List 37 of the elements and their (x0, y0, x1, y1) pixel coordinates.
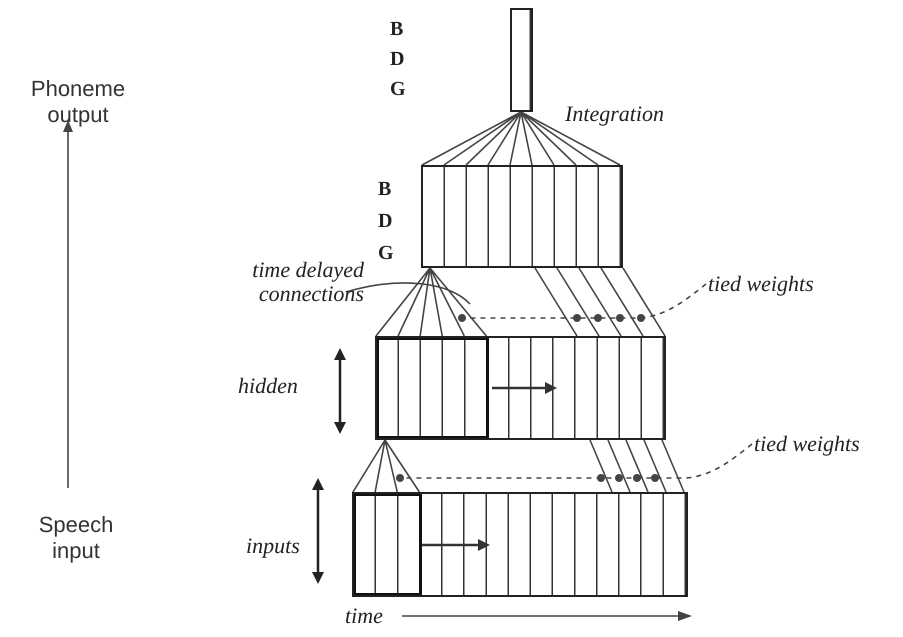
class-letter: B (390, 18, 404, 40)
connection-line (643, 440, 667, 492)
connection-lines (352, 439, 420, 493)
connection-line (534, 268, 578, 336)
connection-line (607, 440, 631, 492)
connection-line (622, 268, 666, 336)
leader-line (404, 443, 752, 479)
layer-label: hidden (238, 374, 298, 398)
class-letter: G (390, 78, 406, 100)
class-letter: G (378, 242, 394, 264)
annotation-text: Integration (565, 102, 664, 126)
connection-line (600, 268, 644, 336)
layer-box (352, 492, 688, 597)
weight-dot (458, 314, 466, 322)
class-letter: B (378, 178, 392, 200)
connection-lines (422, 111, 621, 166)
axis-label: Speech input (38, 512, 114, 564)
class-letter: D (390, 48, 404, 70)
connection-line (661, 440, 685, 492)
leader-line (346, 282, 471, 305)
arrow (63, 120, 73, 488)
connection-line (589, 440, 613, 492)
annotation-text: tied weights (754, 432, 861, 456)
annotation-text: tied weights (708, 272, 815, 296)
layer-box (375, 336, 666, 440)
class-letter: D (378, 210, 392, 232)
axis-label: Phoneme output (30, 76, 126, 128)
weight-dot (396, 474, 404, 482)
layer-label: inputs (246, 534, 300, 558)
connection-line (578, 268, 622, 336)
connection-line (625, 440, 649, 492)
layer-box (421, 165, 623, 268)
connection-lines (375, 267, 488, 337)
axis-label: time (345, 604, 383, 628)
connection-line (556, 268, 600, 336)
annotation-text: time delayed connections (251, 258, 364, 306)
layer-box (510, 8, 533, 112)
